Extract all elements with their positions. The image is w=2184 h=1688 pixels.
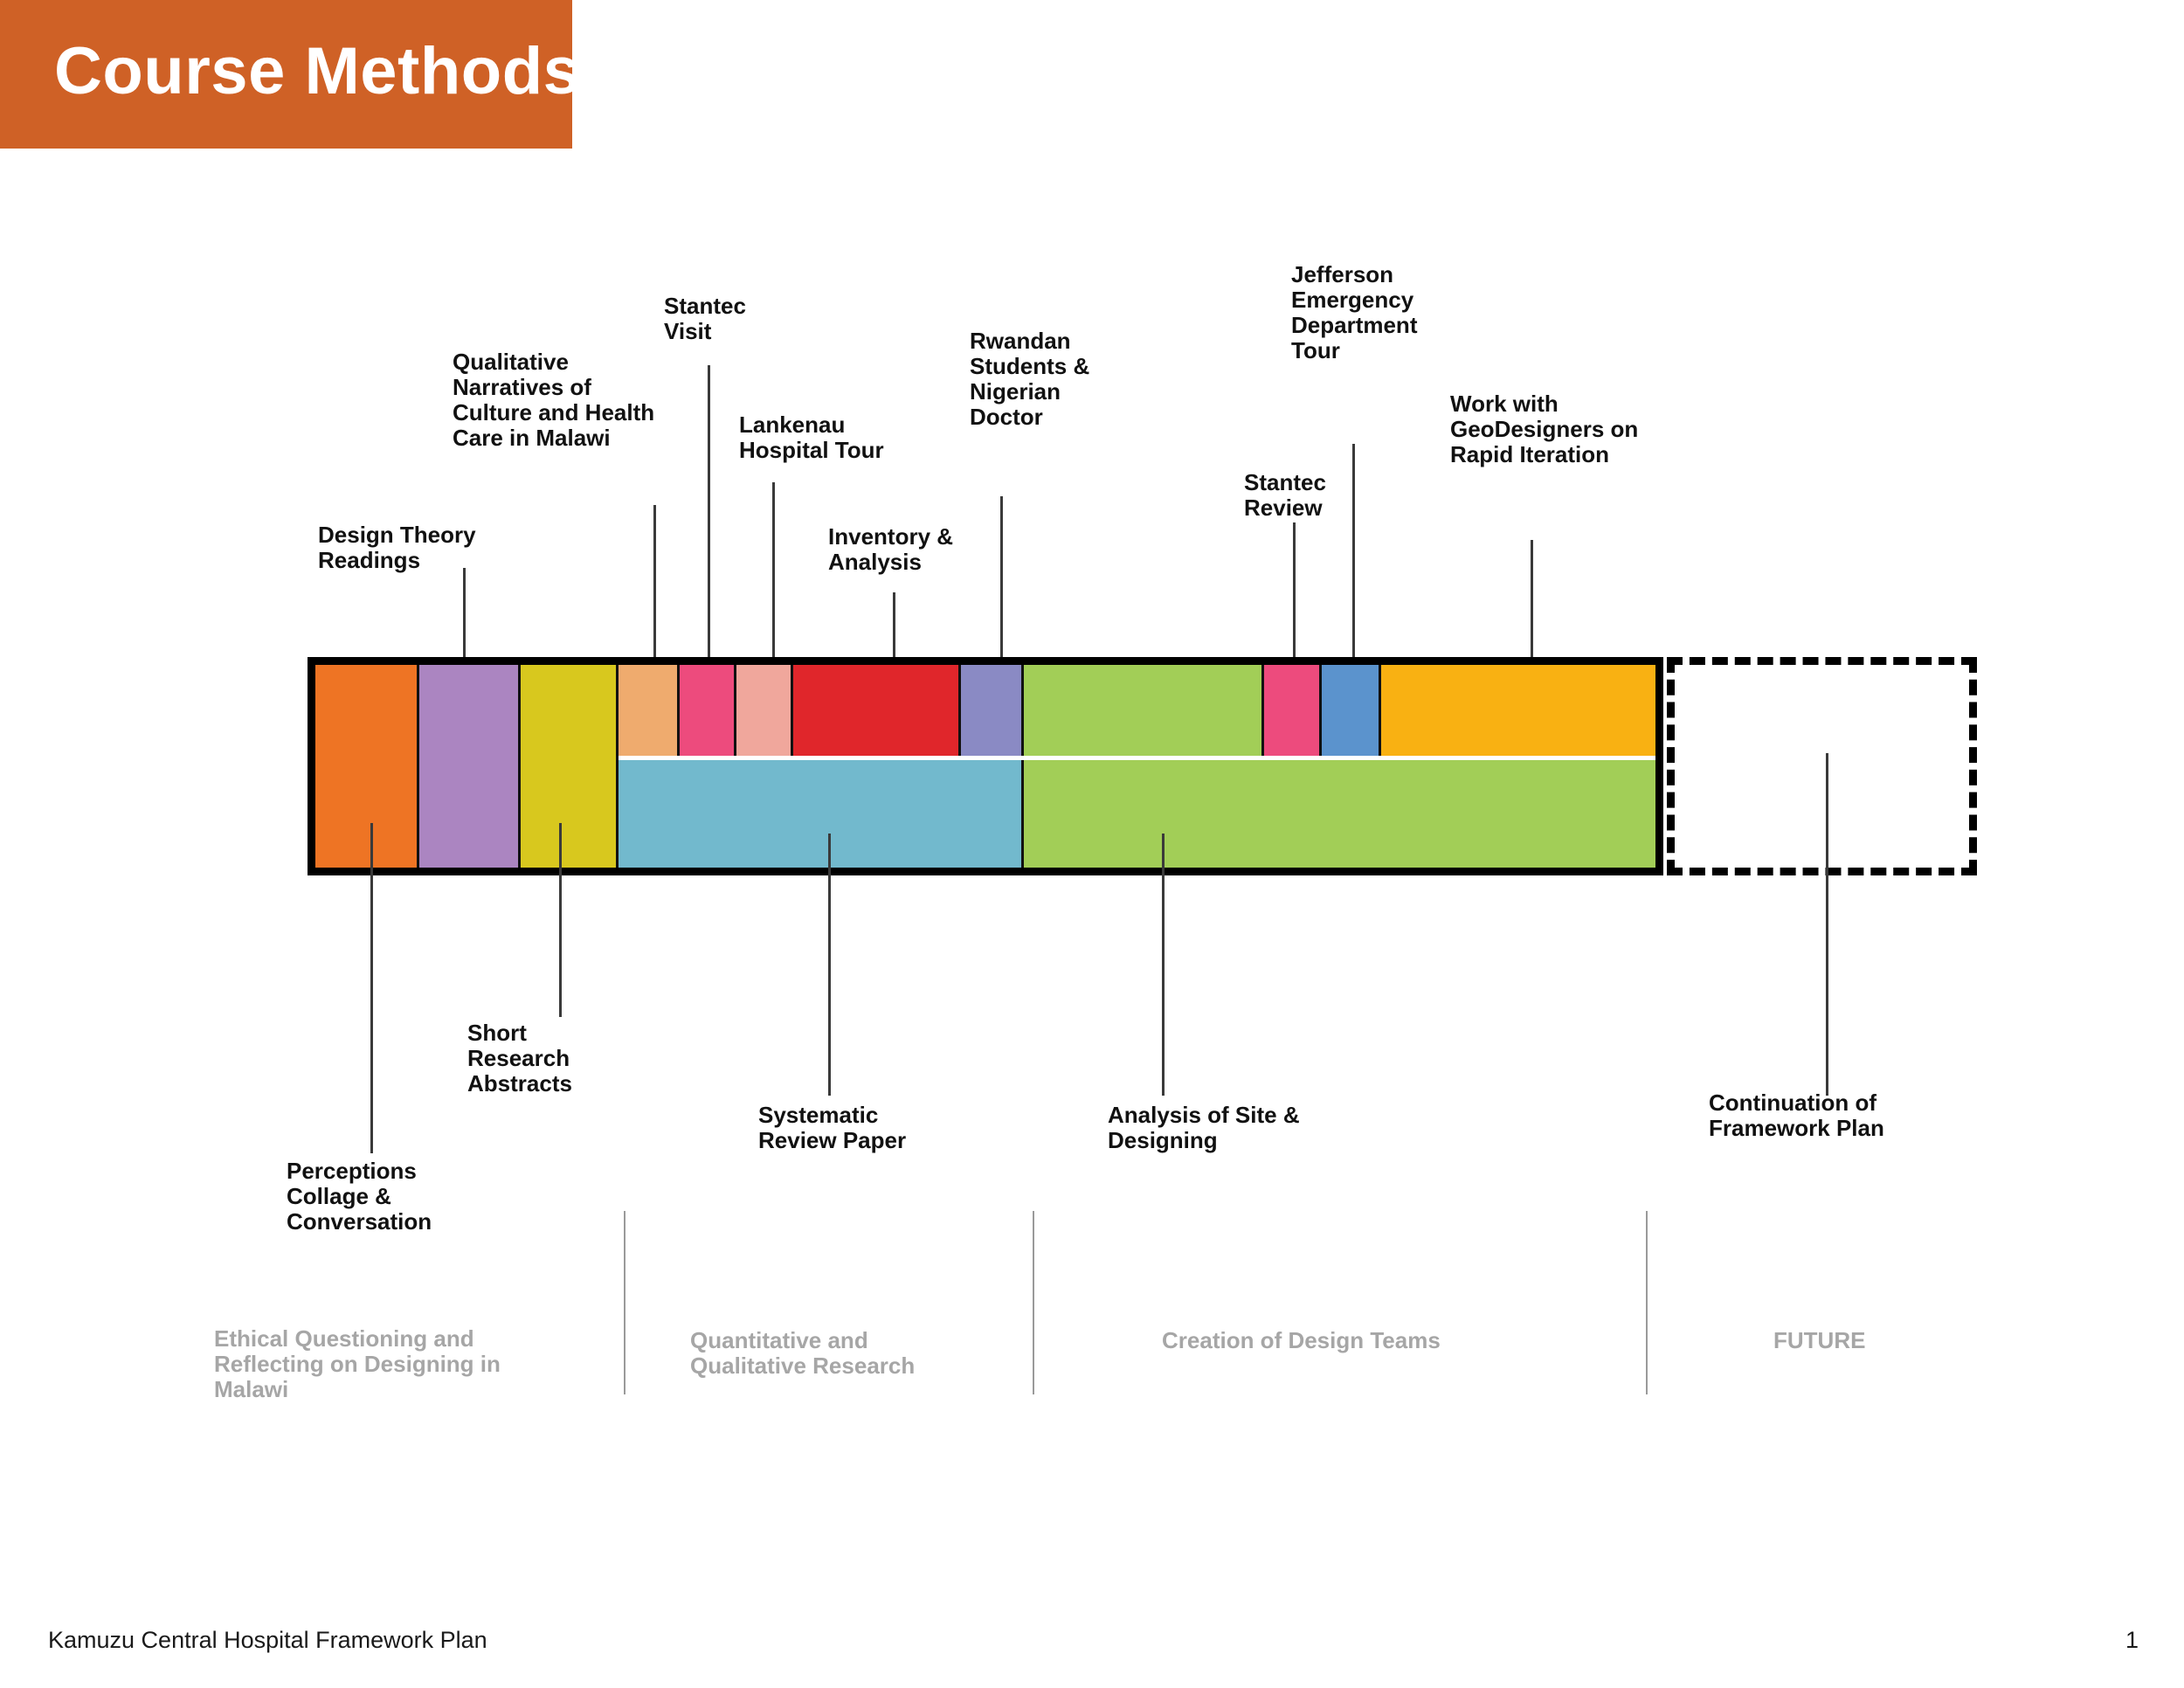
leader-line-qualitative-narratives [653, 505, 656, 657]
label-short-research-abstracts: Short Research Abstracts [467, 1020, 572, 1097]
label-systematic-review-paper: Systematic Review Paper [758, 1102, 907, 1154]
bar-segment-inventory-analysis-b[interactable] [793, 665, 961, 756]
bar-segment-stantec-visit[interactable] [619, 665, 680, 756]
bar-segment-stantec-review[interactable] [1264, 665, 1322, 756]
leader-line-perceptions-collage [370, 823, 373, 1153]
label-design-theory-readings: Design Theory Readings [318, 522, 476, 574]
label-continuation-of-framework-plan: Continuation of Framework Plan [1709, 1090, 1884, 1142]
bar-segment-jefferson-emergency[interactable] [1322, 665, 1381, 756]
bar-segment-qualitative-narratives[interactable] [419, 665, 521, 868]
bar-segment-analysis-site-designing-bottom[interactable] [1024, 760, 1655, 868]
phase-label-creation-of-design-teams: Creation of Design Teams [1162, 1327, 1441, 1353]
phase-label-quantitative-qualitative-research: Quantitative and Qualitative Research [690, 1327, 916, 1380]
bar-segment-rwandan-students[interactable] [961, 665, 1024, 756]
label-jefferson-emergency-department-tour: Jefferson Emergency Department Tour [1291, 261, 1418, 364]
bar-segment-work-geodesigners[interactable] [1381, 665, 1655, 756]
bar-segment-perceptions-collage[interactable] [315, 665, 419, 868]
bar-segment-systematic-review-paper[interactable] [619, 760, 1024, 868]
bar-segment-inventory-analysis-a[interactable] [736, 665, 793, 756]
leader-line-rwandan-students [1000, 496, 1003, 657]
label-stantec-review: Stantec Review [1244, 469, 1326, 522]
future-block [1667, 657, 1977, 875]
bar-segment-lankenau-hospital-tour[interactable] [680, 665, 736, 756]
page-title: Course Methods [54, 34, 581, 108]
label-work-with-geodesigners: Work with GeoDesigners on Rapid Iteratio… [1450, 391, 1639, 468]
label-inventory-analysis: Inventory & Analysis [828, 523, 954, 576]
label-perceptions-collage-conversation: Perceptions Collage & Conversation [287, 1158, 432, 1235]
leader-line-work-with-geodesigners [1531, 540, 1533, 657]
leader-line-design-theory-readings [463, 568, 466, 657]
leader-line-analysis-of-site-designing [1162, 834, 1165, 1096]
leader-line-stantec-visit [708, 365, 710, 657]
label-stantec-visit: Stantec Visit [664, 293, 746, 345]
leader-line-stantec-review [1293, 522, 1296, 657]
phase-divider-2 [1033, 1211, 1034, 1394]
phase-label-future: FUTURE [1773, 1327, 1866, 1353]
label-rwandan-students-nigerian-doctor: Rwandan Students & Nigerian Doctor [970, 328, 1090, 431]
title-band [0, 0, 572, 149]
bar-segment-short-research-abstracts[interactable] [521, 665, 619, 868]
leader-line-lankenau-hospital-tour [772, 482, 775, 657]
label-lankenau-hospital-tour: Lankenau Hospital Tour [739, 412, 884, 464]
timeline-bar [308, 657, 1663, 875]
footer-document-title: Kamuzu Central Hospital Framework Plan [48, 1627, 487, 1653]
leader-line-systematic-review-paper [828, 834, 831, 1096]
phase-divider-3 [1646, 1211, 1648, 1394]
leader-line-short-research-abstracts [559, 823, 562, 1017]
footer-page-number: 1 [2125, 1627, 2139, 1653]
leader-line-inventory-analysis [893, 592, 895, 657]
label-qualitative-narratives: Qualitative Narratives of Culture and He… [453, 349, 655, 452]
leader-line-continuation-of-framework-plan [1826, 753, 1828, 1096]
label-analysis-of-site-designing: Analysis of Site & Designing [1108, 1102, 1300, 1154]
leader-line-jefferson-emergency [1352, 444, 1355, 657]
bar-segment-analysis-site-designing-top[interactable] [1024, 665, 1264, 756]
phase-label-ethical-questioning: Ethical Questioning and Reflecting on De… [214, 1325, 501, 1403]
phase-divider-1 [624, 1211, 625, 1394]
